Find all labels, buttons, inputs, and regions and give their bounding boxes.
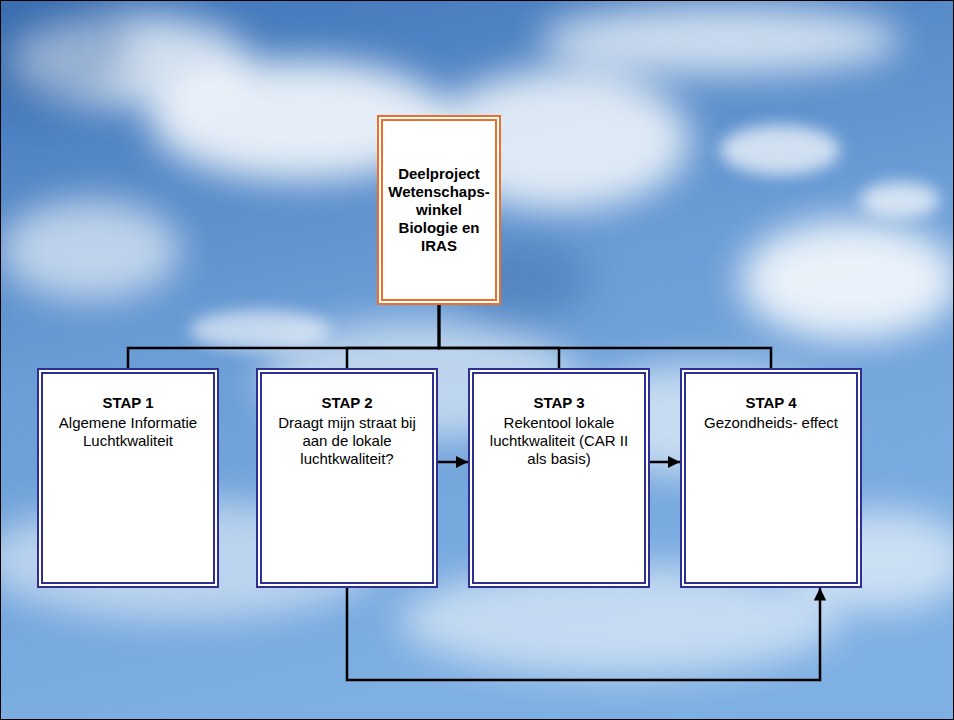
step-heading: STAP 4 [745, 394, 796, 412]
box-text: Algemene Informatie Luchtkwaliteit [51, 414, 205, 450]
tree-connector [439, 305, 771, 368]
step-heading: STAP 1 [102, 394, 153, 412]
project-box: Deelproject Wetenschaps- winkel Biologie… [377, 115, 501, 305]
box-text: Draagt mijn straat bij aan de lokale luc… [270, 414, 424, 468]
step-box: STAP 4 Gezondheids- effect [680, 368, 862, 588]
arrow-connector [650, 461, 680, 464]
arrow-connector [347, 588, 820, 680]
step-heading: STAP 3 [533, 394, 584, 412]
arrow-connector [438, 461, 468, 464]
step-box: STAP 3 Rekentool lokale luchtkwaliteit (C… [468, 368, 650, 588]
box-text: Deelproject Wetenschaps- winkel Biologie… [388, 165, 489, 255]
step-box: STAP 1 Algemene Informatie Luchtkwaliteit [37, 368, 219, 588]
box-text: Gezondheids- effect [704, 414, 838, 432]
tree-connector [128, 305, 439, 368]
box-text: Rekentool lokale luchtkwaliteit (CAR II … [482, 414, 636, 468]
step-box: STAP 2 Draagt mijn straat bij aan de loka… [256, 368, 438, 588]
tree-connector [439, 305, 559, 368]
step-heading: STAP 2 [321, 394, 372, 412]
tree-connector [347, 305, 439, 368]
